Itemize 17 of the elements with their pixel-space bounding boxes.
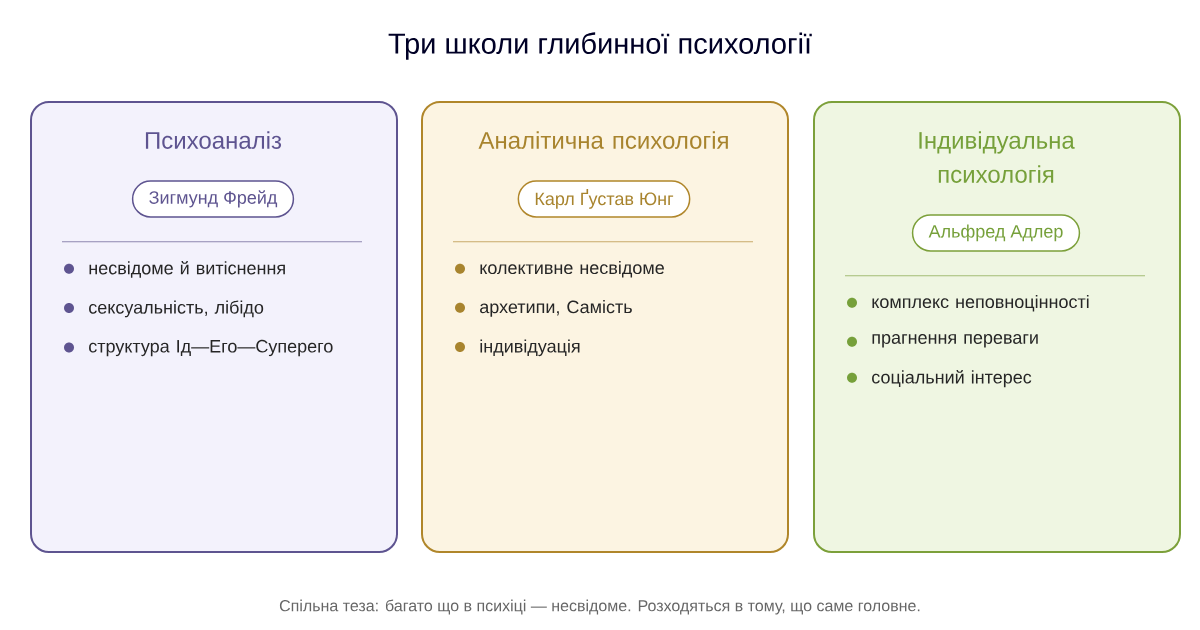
bullet-text: індивідуація — [480, 339, 580, 357]
title: Три школи глибинної психології — [388, 32, 812, 60]
card-heading: Психоаналіз — [145, 131, 282, 149]
name-pill: Зигмунд Фрейд — [131, 180, 295, 218]
caption: Спільна теза: багато що в психіці — несвідоме. Розходяться в тому, що саме головне. — [279, 599, 920, 615]
bullet-text: прагнення переваги — [872, 334, 1038, 348]
bullet-text: комплекс неповноцінності — [872, 294, 1089, 312]
bullet-text: колективне несвідоме — [480, 260, 664, 278]
bullet-text: несвідоме й витіснення — [89, 260, 285, 278]
bullet-text: структура Ід—Его—Суперего — [89, 339, 333, 357]
name-pill: Карл Ґустав Юнг — [517, 180, 691, 218]
card-heading: Індивідуальна психологія — [919, 131, 1075, 183]
card-heading: Аналітична психологія — [478, 131, 728, 149]
name-pill: Альфред Адлер — [911, 214, 1081, 252]
bullet-text: соціальний інтерес — [872, 370, 1032, 388]
bullet-text: сексуальність, лібідо — [89, 300, 264, 318]
bullet-text: архетипи, Самість — [480, 300, 632, 317]
